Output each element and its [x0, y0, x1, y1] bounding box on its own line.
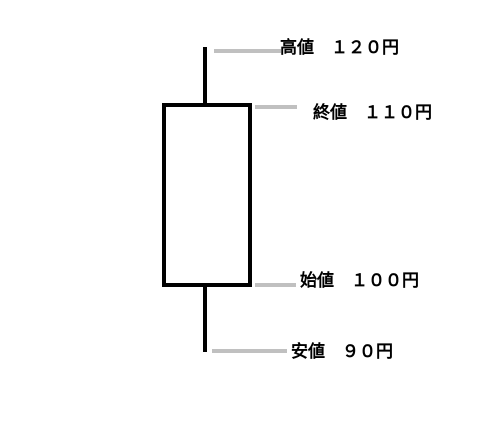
- candle-body: [162, 103, 252, 287]
- open-price-label: 始値 １００円: [300, 271, 419, 291]
- close-price-label: 終値 １１０円: [313, 103, 432, 123]
- low-price-label: 安値 ９０円: [291, 342, 393, 362]
- high-price-label: 高値 １２０円: [280, 38, 399, 58]
